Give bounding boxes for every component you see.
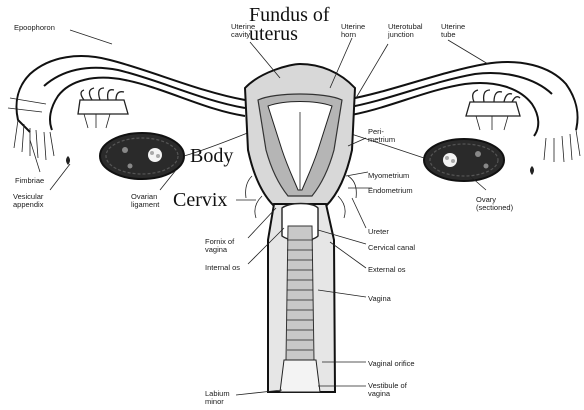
label-ovary: Ovary(sectioned) (476, 195, 514, 212)
label-myometrium: Myometrium (368, 171, 409, 180)
uterus-body (245, 64, 355, 206)
label-epoophoron: Epoophoron (14, 23, 55, 32)
label-perimetrium: Peri-metrium (368, 127, 395, 144)
label-cervix: Cervix (173, 189, 227, 211)
cervix-vagina (246, 176, 357, 392)
label-internal-os: Internal os (205, 263, 240, 272)
label-fimbriae: Fimbriae (15, 176, 44, 185)
label-endometrium: Endometrium (368, 186, 413, 195)
label-ureter: Ureter (368, 227, 389, 236)
label-body: Body (190, 145, 233, 167)
label-vagina: Vagina (368, 294, 392, 303)
left-epoophoron (78, 88, 128, 128)
right-epoophoron (466, 90, 520, 130)
label-external-os: External os (368, 265, 406, 274)
label-vaginal-orifice: Vaginal orifice (368, 359, 415, 368)
label-cervical-canal: Cervical canal (368, 243, 415, 252)
